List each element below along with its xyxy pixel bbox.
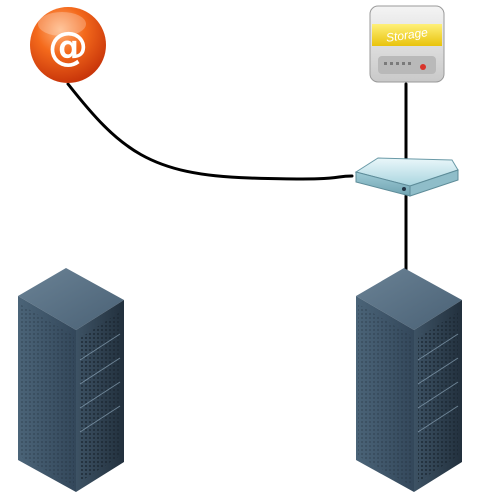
storage-label: Storage <box>385 25 429 45</box>
server-rack-right-icon <box>356 268 462 492</box>
network-switch-icon <box>354 157 459 197</box>
server-rack-left-icon <box>18 268 124 492</box>
storage-drive-icon: Storage <box>369 5 445 83</box>
link-email-to-switch <box>66 82 354 181</box>
email-at-icon: @ <box>30 7 106 83</box>
email-glyph: @ <box>48 24 88 70</box>
connections <box>66 82 408 272</box>
